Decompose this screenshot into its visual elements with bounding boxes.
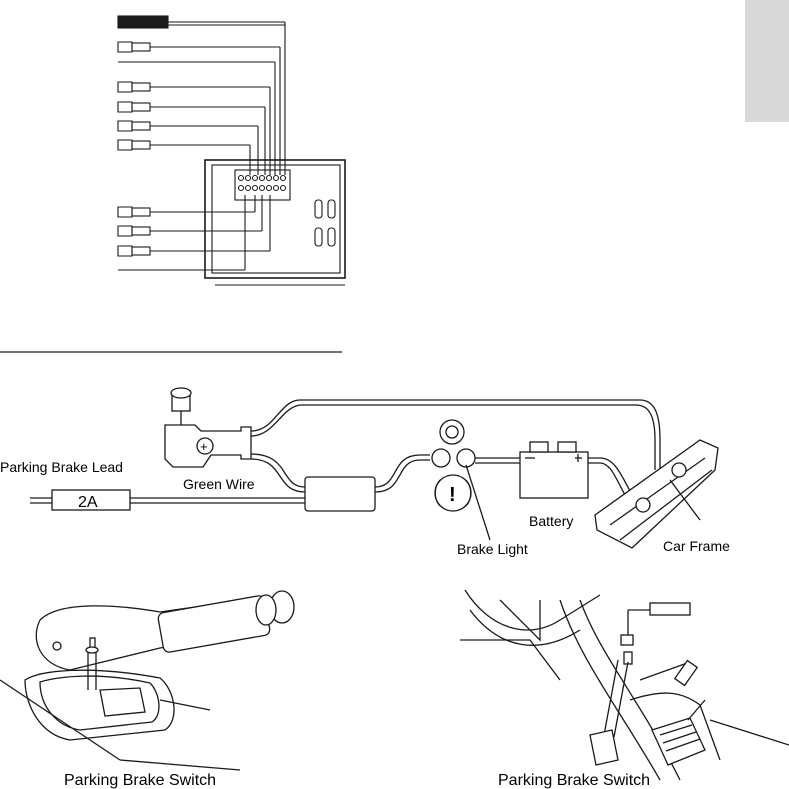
- car-frame-icon: [595, 440, 718, 548]
- ground-symbol: +: [200, 439, 208, 454]
- head-unit-chassis: [205, 160, 345, 278]
- rca-connector: [118, 42, 280, 52]
- rca-connector: [118, 82, 270, 92]
- car-frame-label: Car Frame: [663, 538, 730, 554]
- green-wire-label: Green Wire: [183, 476, 255, 492]
- foot-brake-illustration: [460, 590, 789, 780]
- parking-brake-lead-label: Parking Brake Lead: [0, 459, 123, 475]
- rca-connector: [118, 102, 265, 112]
- hand-brake-illustration: [0, 591, 294, 770]
- battery-label: Battery: [529, 513, 573, 529]
- brake-light-label: Brake Light: [457, 541, 528, 557]
- rca-connector: [118, 140, 250, 150]
- rca-connector: [118, 195, 270, 256]
- rca-connector: [118, 121, 258, 131]
- parking-brake-wiring: [30, 388, 718, 548]
- parking-brake-switch-label-right: Parking Brake Switch: [498, 772, 650, 789]
- junction-box: [305, 477, 375, 511]
- warning-symbol: !: [449, 484, 456, 506]
- fuse-label: 2A: [78, 494, 98, 511]
- antenna-plug: [118, 16, 168, 28]
- rear-connector-diagram: [118, 16, 345, 285]
- side-tab: [745, 0, 789, 122]
- parking-brake-switch-label-left: Parking Brake Switch: [64, 772, 216, 789]
- rca-connector: [118, 195, 255, 217]
